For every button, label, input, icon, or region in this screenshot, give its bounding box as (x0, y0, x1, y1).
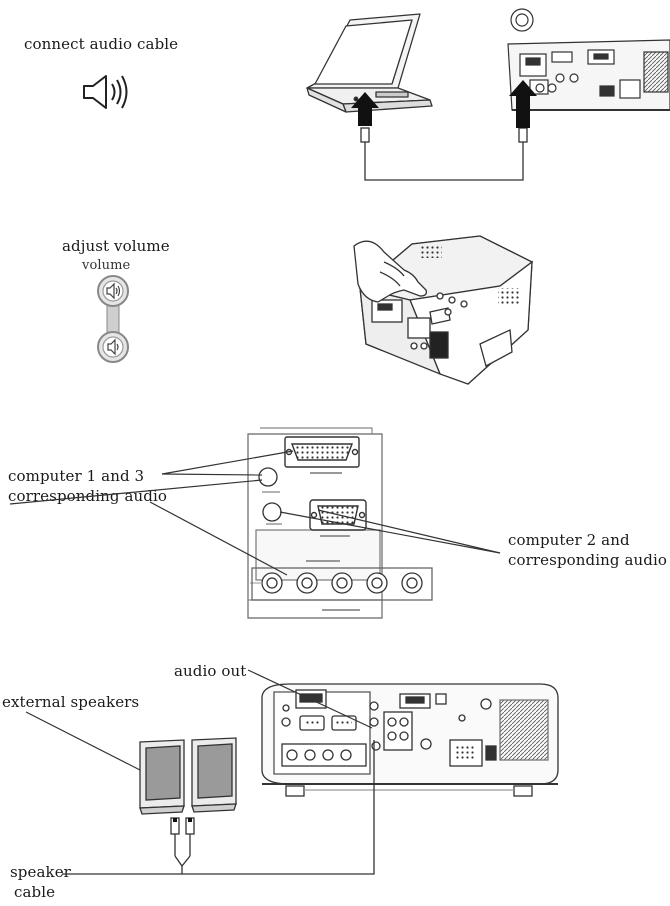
arrow-up-projector (509, 80, 537, 128)
projector-top-view (358, 235, 534, 385)
computer-2-port (309, 499, 367, 537)
volume-up-icon (106, 282, 121, 300)
audio-jack-1 (258, 467, 280, 493)
audio-cable (360, 127, 528, 181)
volume-buttons-illustration (97, 275, 129, 363)
callout-lines-panel3 (9, 450, 501, 576)
connect-audio-cable-label: connect audio cable (24, 35, 179, 53)
computer-1-port (284, 436, 360, 474)
computer-2-label: computer 2 and (508, 531, 630, 549)
speaker-icon (83, 75, 128, 109)
speaker-cable (170, 740, 375, 875)
bnc-connectors (250, 560, 433, 611)
speaker-cable-label-2: cable (14, 883, 56, 901)
volume-sublabel: volume (82, 258, 131, 273)
external-speakers-label: external speakers (2, 693, 140, 711)
computer-1-3-label: computer 1 and 3 (8, 467, 145, 485)
adjust-volume-label: adjust volume (62, 237, 170, 255)
audio-out-label: audio out (174, 662, 247, 680)
callout-lines-panel4 (25, 669, 373, 875)
hand-illustration (353, 240, 428, 303)
speaker-cable-label: speaker (10, 863, 71, 881)
volume-down-icon (107, 338, 119, 356)
arrow-up-laptop (351, 92, 379, 126)
computer-2-audio-label: corresponding audio (508, 551, 668, 569)
external-speakers (139, 737, 237, 815)
projector-rear-2 (261, 683, 559, 797)
projector-rear-1 (507, 8, 670, 111)
